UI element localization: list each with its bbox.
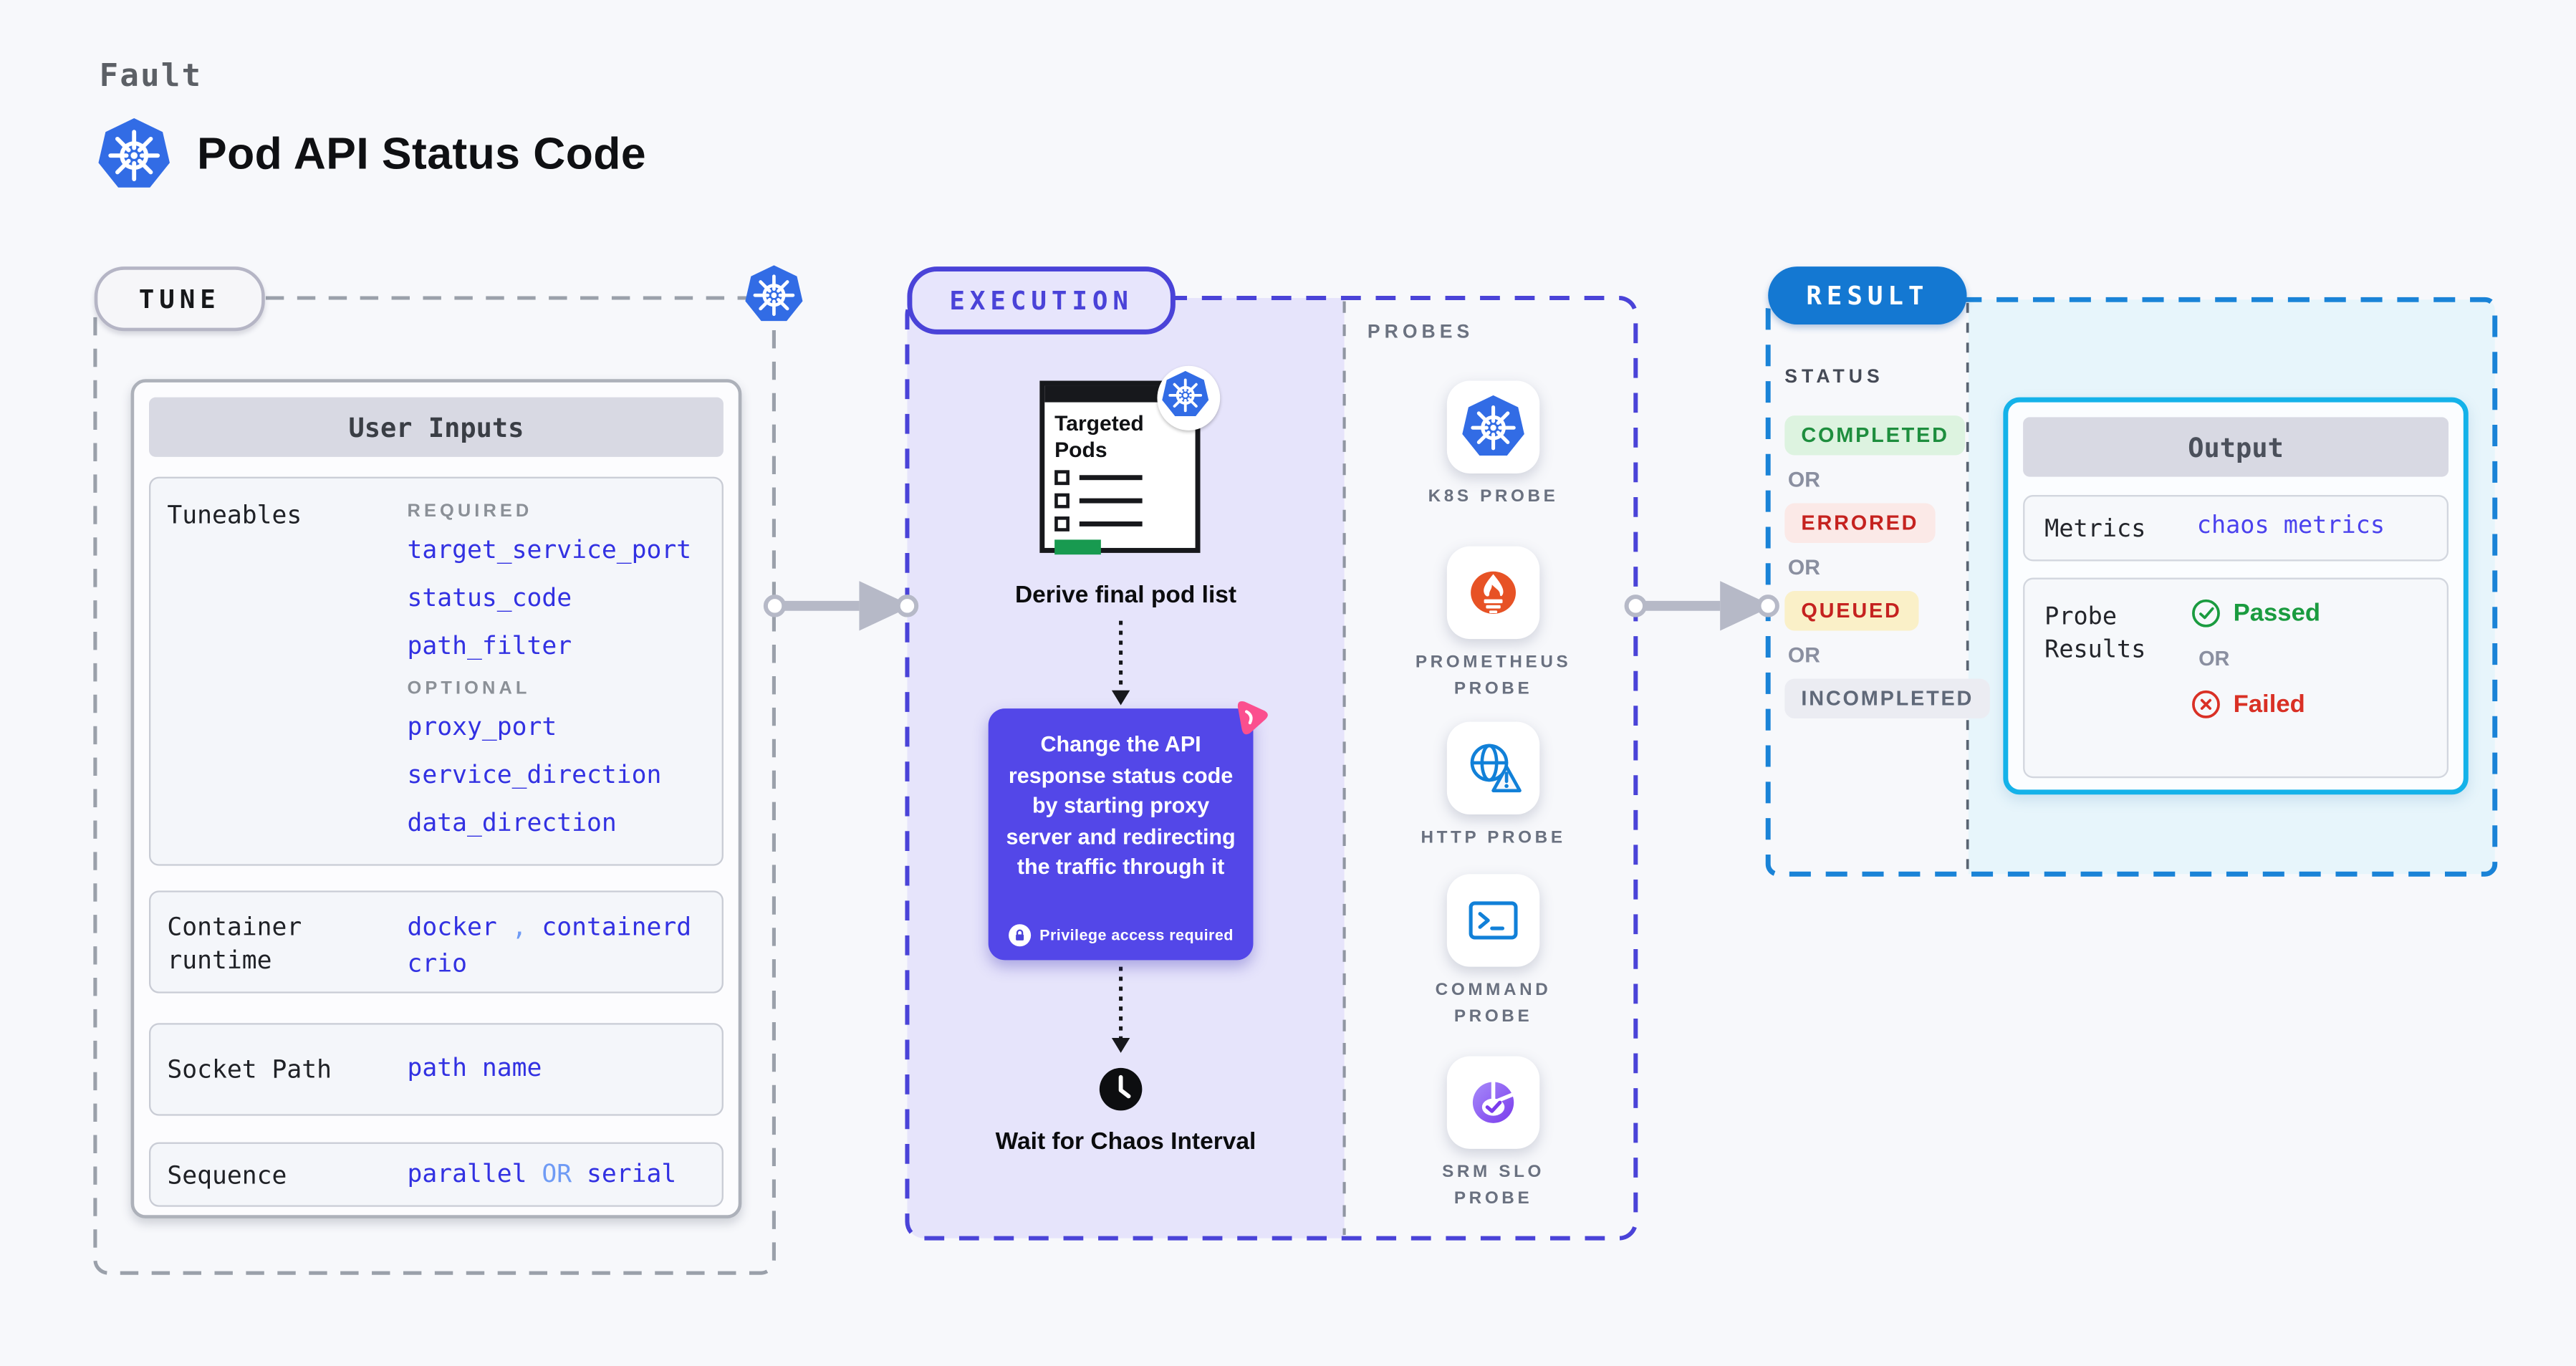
targeted-pods-document: Targeted Pods (1039, 365, 1221, 555)
tune-section-pill: TUNE (94, 266, 265, 332)
privilege-note: Privilege access required (1001, 923, 1240, 947)
status-badge: INCOMPLETED (1784, 678, 1991, 718)
probe-label: PROMETHEUS PROBE (1415, 652, 1572, 699)
chaos-icon (1229, 696, 1272, 739)
pod-list-item (1054, 470, 1195, 486)
fault-action-card: Change the API response status code by s… (988, 708, 1254, 961)
check-circle-icon (2192, 599, 2220, 627)
kubernetes-badge-icon (1157, 365, 1221, 431)
sequence-value: parallel OR serial (408, 1159, 677, 1189)
clock-icon (1097, 1066, 1144, 1112)
metrics-field: Metrics chaos metrics (2023, 495, 2449, 562)
slo-pie-check-icon (1460, 1069, 1526, 1135)
kubernetes-icon (744, 263, 805, 326)
output-header: Output (2023, 417, 2449, 477)
prometheus-probe-card (1446, 546, 1540, 640)
sequence-option: parallel (407, 1158, 527, 1189)
pod-list-item (1054, 516, 1195, 532)
x-circle-icon (2192, 690, 2220, 718)
runtime-value: docker (407, 912, 497, 942)
sequence-field: Sequence parallel OR serial (148, 1142, 724, 1207)
metrics-value: chaos metrics (2196, 513, 2385, 540)
param: target_service_port (407, 534, 692, 565)
sequence-label: Sequence (167, 1160, 287, 1191)
arrow-execution-to-result (1624, 581, 1779, 631)
or-separator: OR (1787, 642, 1820, 668)
socket-path-field: Socket Path path name (148, 1023, 724, 1116)
required-label: REQUIRED (407, 501, 533, 521)
probe-results-label: Probe Results (2044, 604, 2146, 664)
tuneables-label: Tuneables (167, 499, 302, 530)
status-column-label: STATUS (1784, 367, 1884, 388)
kubernetes-icon (96, 116, 172, 194)
tuneables-field: Tuneables REQUIRED target_service_port s… (148, 476, 724, 866)
sequence-option: serial (586, 1158, 677, 1189)
probe-label: HTTP PROBE (1421, 827, 1566, 848)
status-column: COMPLETED OR ERRORED OR QUEUED OR INCOMP… (1784, 415, 1991, 728)
container-runtime-values: docker , containerd crio (408, 910, 692, 985)
runtime-value: containerd (542, 912, 692, 942)
terminal-icon (1460, 888, 1526, 953)
arrow-tune-to-execution (763, 581, 919, 631)
command-probe-card (1446, 874, 1540, 967)
user-inputs-card: User Inputs Tuneables REQUIRED target_se… (130, 379, 742, 1218)
fault-action-text: Change the API response status code by s… (1006, 731, 1236, 880)
probe-label: K8S PROBE (1428, 486, 1559, 507)
user-inputs-header: User Inputs (148, 397, 724, 457)
derive-pod-list-label: Derive final pod list (1014, 582, 1237, 610)
or-separator: OR (2198, 647, 2230, 670)
progress-bar (1054, 539, 1101, 555)
metrics-label: Metrics (2044, 516, 2146, 544)
output-panel: Output Metrics chaos metrics Probe Resul… (2003, 397, 2469, 795)
probe-label: SRM SLO PROBE (1442, 1162, 1545, 1209)
param: proxy_port (407, 711, 557, 742)
prometheus-icon (1471, 571, 1516, 614)
param: status_code (407, 582, 572, 613)
container-runtime-label: Container runtime (167, 912, 302, 976)
page-header: Pod API Status Code (96, 116, 646, 194)
optional-label: OPTIONAL (407, 678, 531, 699)
pod-list-item (1054, 493, 1195, 509)
param: service_direction (407, 759, 662, 790)
or-separator: OR (1787, 466, 1820, 492)
container-runtime-field: Container runtime docker , containerd cr… (148, 890, 724, 994)
param: data_direction (407, 807, 617, 838)
fault-kicker: Fault (99, 57, 203, 95)
failed-label: Failed (2233, 690, 2305, 718)
or-separator: OR (1787, 554, 1820, 579)
srm-slo-probe-card (1446, 1056, 1540, 1149)
status-badge: COMPLETED (1784, 415, 1966, 456)
http-probe-card (1446, 721, 1540, 815)
runtime-value: crio (407, 948, 468, 978)
param: path_filter (407, 630, 572, 661)
runtime-separator: , (511, 912, 527, 942)
passed-row: Passed (2191, 597, 2321, 629)
execution-section-pill: EXECUTION (907, 266, 1176, 335)
probe-results-values: Passed OR Failed (2191, 597, 2321, 720)
socket-path-value: path name (407, 1052, 542, 1083)
http-globe-warning-icon (1460, 735, 1526, 801)
probe-results-field: Probe Results Passed OR Failed (2023, 577, 2449, 779)
kubernetes-icon (1460, 394, 1526, 460)
status-badge: QUEUED (1784, 591, 1918, 631)
status-badge: ERRORED (1784, 503, 1936, 544)
socket-path-label: Socket Path (167, 1054, 332, 1084)
sequence-or: OR (542, 1158, 572, 1189)
privilege-note-text: Privilege access required (1039, 927, 1234, 944)
tuneables-values: REQUIRED target_service_port status_code… (408, 499, 692, 856)
failed-row: Failed (2191, 688, 2321, 720)
k8s-probe-card (1446, 380, 1540, 473)
wait-chaos-interval-label: Wait for Chaos Interval (995, 1129, 1256, 1156)
page-title: Pod API Status Code (197, 129, 647, 179)
passed-label: Passed (2233, 599, 2321, 627)
probes-column-label: PROBES (1367, 322, 1474, 343)
lock-icon (1008, 923, 1032, 947)
probe-label: COMMAND PROBE (1435, 980, 1552, 1026)
targeted-pods-label: Targeted Pods (1054, 410, 1144, 462)
result-section-pill: RESULT (1768, 266, 1967, 324)
